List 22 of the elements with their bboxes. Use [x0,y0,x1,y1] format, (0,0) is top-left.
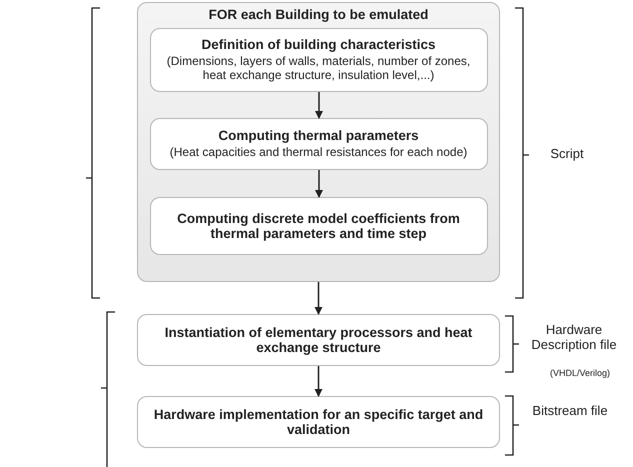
box-description: (Heat capacities and thermal resistances for each node) [170,145,468,159]
arrow [315,92,323,119]
box-title: Instantiation of elementary processors and heat exchange structure [164,325,474,355]
process-box [137,396,500,448]
arrow [314,282,322,315]
box-title: FOR each Building to be emulated [208,7,428,22]
box-description: (Dimensions, layers of walls, materials, number of zones, heat exchange structure, insulation level,...) [166,54,472,82]
process-box [150,118,488,170]
arrow [314,366,322,397]
language-note: (VHDL/Verilog) [548,368,612,378]
process-box [137,314,500,366]
box-title: Hardware implementation for an specific target and validation [152,407,484,437]
stage-label: Bitstream file [531,403,609,418]
box-title: Computing discrete model coefficients from thermal parameters and time step [176,210,461,240]
arrow [315,170,323,198]
process-box [150,28,488,92]
loop-container [137,2,500,282]
box-title: Computing thermal parameters [218,128,419,143]
stage-label: Hardware Description file [530,322,618,352]
process-box [150,196,488,254]
box-title: Definition of building characteristics [201,37,436,52]
stage-label: Script [549,146,585,161]
